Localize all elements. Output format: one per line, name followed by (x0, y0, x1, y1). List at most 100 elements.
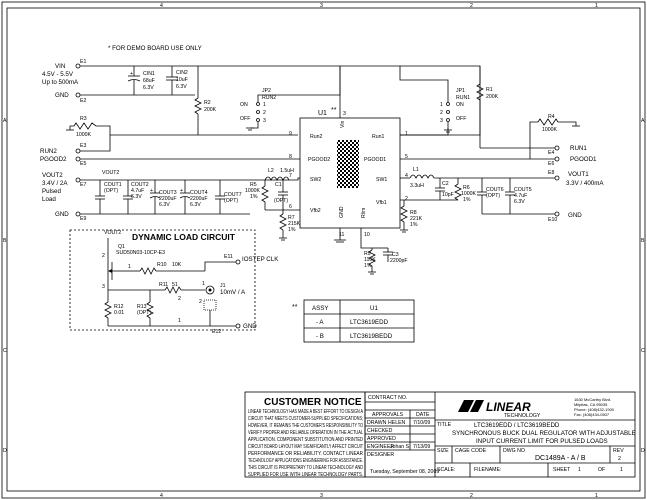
cout3-plus: + (150, 188, 153, 194)
notice-line: SUPPLIED FOR USE WITH LINEAR TECHNOLOGY … (248, 472, 363, 478)
cout4-value: 2200uF (190, 196, 208, 202)
r13-ref: R13 (137, 304, 147, 310)
u1-pin-sw1: SW1 (376, 177, 387, 183)
r3-value: 1000K (76, 132, 92, 138)
rev-label: REV (613, 448, 624, 454)
notice-line: CIRCUIT BOARD LAYOUT MAY SIGNIFICANTLY A… (248, 444, 364, 450)
scale-label: SCALE: (437, 467, 455, 473)
address-line: Phone: (408)432-1900 (574, 407, 615, 412)
u1-pin-num: 2 (405, 196, 408, 202)
notice-title: CUSTOMER NOTICE (264, 397, 362, 408)
date-printed: Tuesday, September 08, 2009 (370, 469, 439, 475)
u1-pin-num: 10 (364, 232, 370, 238)
left-output-section: R3 1000K RUN2 E3 PGOOD2 E5 VOUT2 E7 3.4V… (40, 116, 301, 241)
r3-ref: R3 (80, 116, 87, 122)
assy-header: U1 (370, 305, 378, 312)
r6-value: 1000K (461, 191, 477, 197)
e7-label: E7 (80, 182, 86, 188)
notice-line: APPLICATION. COMPONENT SUBSTITUTION AND … (248, 437, 363, 443)
r12-ref: R12 (114, 304, 124, 310)
u1-pin-vin: Vin (340, 120, 346, 128)
logo-sub: TECHNOLOGY (504, 413, 541, 419)
cin1-volt: 6.3V (143, 85, 154, 91)
address-line: Fax: (408)434-0507 (574, 412, 610, 417)
r8-tol: 1% (410, 222, 418, 228)
u1-pin-num: 11 (339, 232, 344, 238)
logo-text: LINEAR (486, 400, 531, 414)
row-marker: C (3, 348, 7, 354)
cout2-volt: 6.3V (131, 194, 142, 200)
jp1-pin3: 3 (440, 118, 443, 124)
u1-ic: U1 ** Run2 9 PGOOD2 8 SW2 7 Vfb2 6 Run1 … (289, 66, 408, 249)
input-section: VIN E1 4.5V - 5.5V Up to 500mA GND E2 + … (42, 59, 499, 135)
q1-pin: 2 (102, 253, 105, 259)
r2-ref: R2 (204, 100, 211, 106)
jp1-name: RUN1 (456, 95, 470, 101)
title-line1: LTC3619EDD / LTC3619BEDD (474, 422, 560, 429)
r5-ref: R5 (250, 182, 257, 188)
jp1-pin1: 1 (440, 102, 443, 108)
cin1-plus: + (130, 71, 133, 77)
r4-ref: R4 (548, 114, 555, 120)
col-marker: 2 (470, 493, 473, 499)
u1-pin-gnd: GND (339, 206, 345, 218)
u1-pin-num: 6 (289, 204, 292, 210)
cout3-volt: 6.3V (159, 202, 170, 208)
designer: DESIGNER (367, 452, 394, 458)
r7-ref: R7 (288, 215, 295, 221)
size-label: SIZE (437, 448, 449, 454)
dynamic-load-circuit: DYNAMIC LOAD CIRCUIT VOUT2 Q1 SUD50N03-1… (69, 229, 279, 335)
sheet-value: 1 (578, 467, 581, 473)
vout2-spec1: 3.4V / 2A (42, 180, 68, 187)
cin2-volt: 6.3V (176, 84, 187, 90)
r8-value: 221K (410, 216, 423, 222)
filename-label: FILENAME: (474, 467, 501, 473)
row-marker: D (3, 448, 7, 454)
r8-ref: R8 (410, 210, 417, 216)
u1-pin-sw2: SW2 (310, 177, 321, 183)
engineer-label: ENGINEER (367, 444, 394, 450)
e12-node: E12 (212, 329, 221, 335)
u1-ref: U1 (318, 110, 327, 117)
e11-label: IOSTEP CLK (242, 256, 279, 263)
notice-line: TECHNOLOGY APPLICATIONS ENGINEERING FOR … (248, 458, 363, 464)
r6-ref: R6 (463, 185, 470, 191)
notice-line: THIS CIRCUIT IS PROPRIETARY TO LINEAR TE… (248, 465, 363, 471)
u1-pin-vfb2: Vfb2 (310, 208, 321, 214)
cout1-ref: COUT1 (104, 182, 122, 188)
cage-code: CAGE CODE (455, 448, 487, 454)
j1-ref: J1 (220, 283, 226, 289)
r7-value: 215K (288, 221, 301, 227)
r9-tol: 1% (364, 263, 372, 269)
jp2-ref: JP2 (262, 88, 271, 94)
col-marker: 2 (470, 3, 473, 9)
load-title: DYNAMIC LOAD CIRCUIT (132, 232, 236, 242)
r1-value: 200K (486, 94, 499, 100)
cout5-value: 4.7uF (514, 193, 527, 199)
jp2-name: RUN2 (262, 95, 276, 101)
e11-node: E11 (224, 254, 233, 260)
dwg-no: DWG NO (503, 448, 525, 454)
cout4-volt: 6.3V (190, 202, 201, 208)
jp2-pin3: 3 (263, 118, 266, 124)
cout1-value: (OPT) (104, 188, 118, 194)
jp1-ref: JP1 (456, 88, 465, 94)
col-marker: 1 (595, 3, 598, 9)
e1-label: E1 (80, 59, 86, 65)
engineer-date: 7/13/09 (413, 444, 430, 450)
e2-label: E2 (80, 98, 86, 104)
run2-label: RUN2 (40, 148, 57, 155)
gnd-right-label: GND (568, 212, 582, 219)
col-marker: 3 (320, 493, 323, 499)
notice-line: PERFORMANCE OR RELIABILITY. CONTACT LINE… (248, 451, 363, 457)
vin-spec1: 4.5V - 5.5V (42, 71, 74, 78)
gnd-left-label: GND (55, 211, 69, 218)
cin2-ref: CIN2 (176, 70, 188, 76)
u1-pin-pgood2: PGOOD2 (308, 157, 330, 163)
dwg-value: DC1489A - A / B (535, 455, 586, 462)
vout2-spec2: Pulsed (42, 188, 61, 195)
rev-value: 2 (618, 456, 621, 462)
vout1-label: VOUT1 (568, 171, 589, 178)
cin1-value: 68uF (143, 78, 155, 84)
